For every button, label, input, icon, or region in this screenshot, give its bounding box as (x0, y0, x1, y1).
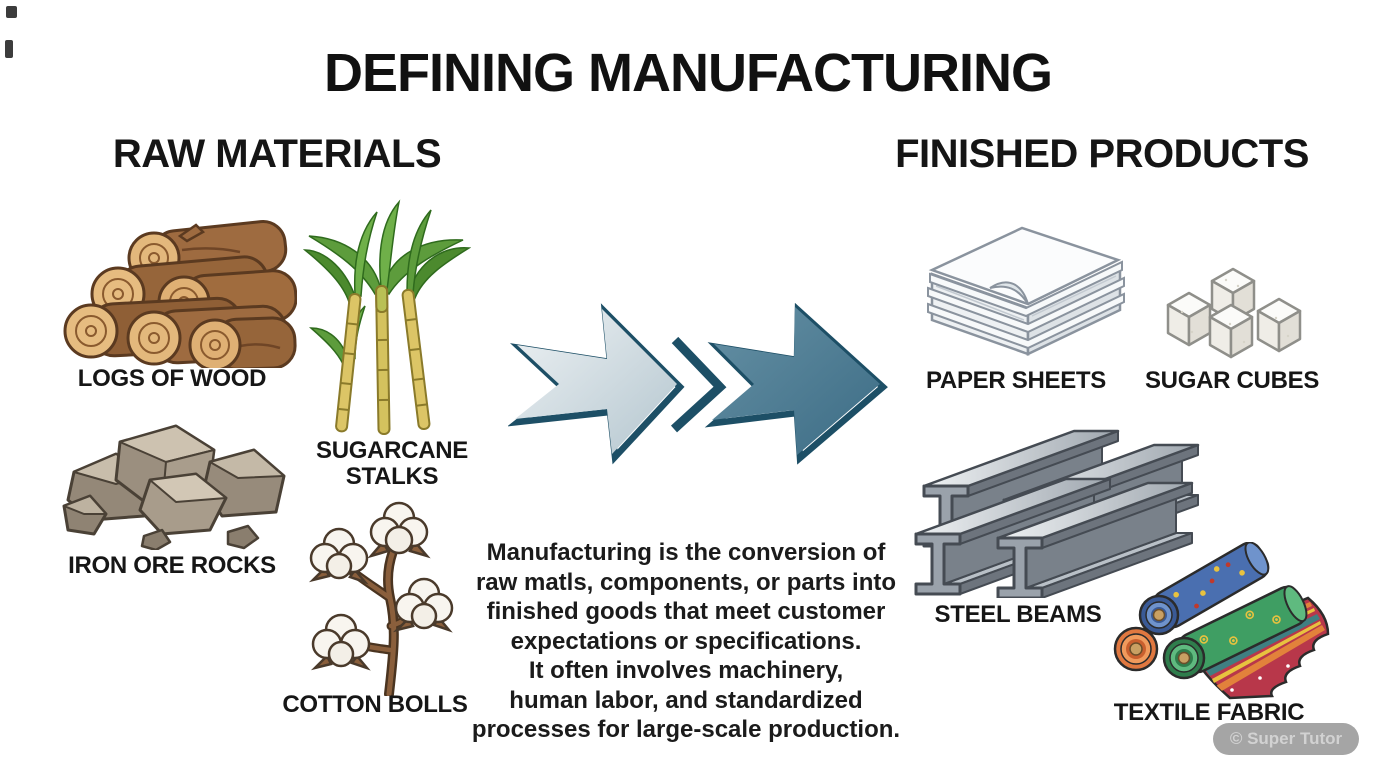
logs-of-wood-label: LOGS OF WOOD (77, 365, 267, 392)
iron-ore-rocks-illustration (62, 424, 286, 550)
textile-fabric-label: TEXTILE FABRIC (1113, 699, 1305, 726)
definition-text: Manufacturing is the conversion of raw m… (471, 539, 901, 743)
page-title: DEFINING MANUFACTURING (324, 43, 1053, 103)
transformation-arrows (508, 303, 888, 465)
corner-artifact (6, 6, 17, 18)
wood-logs-illustration (63, 220, 297, 368)
sugarcane-stalks-label: SUGARCANE STALKS (316, 437, 468, 490)
chevron-separator (670, 336, 727, 433)
definition-lead: Manufacturing (486, 539, 652, 566)
paper-sheets-illustration (927, 226, 1125, 356)
watermark-badge: © Super Tutor (1213, 723, 1359, 755)
raw-materials-heading: RAW MATERIALS (112, 132, 442, 176)
finished-products-heading: FINISHED PRODUCTS (895, 132, 1309, 176)
light-arrow (508, 303, 685, 465)
cotton-bolls-label: COTTON BOLLS (282, 691, 468, 718)
iron-ore-rocks-label: IRON ORE ROCKS (68, 552, 276, 579)
sugar-cubes-label: SUGAR CUBES (1144, 367, 1320, 394)
steel-beams-label: STEEL BEAMS (934, 601, 1102, 628)
sugar-cubes-illustration (1166, 267, 1302, 359)
corner-artifact (5, 40, 13, 58)
paper-sheets-label: PAPER SHEETS (926, 367, 1106, 394)
textile-fabric-illustration (1113, 542, 1330, 700)
dark-arrow (704, 303, 888, 465)
sugarcane-stalks-illustration (303, 199, 471, 435)
cotton-bolls-illustration (308, 501, 454, 696)
